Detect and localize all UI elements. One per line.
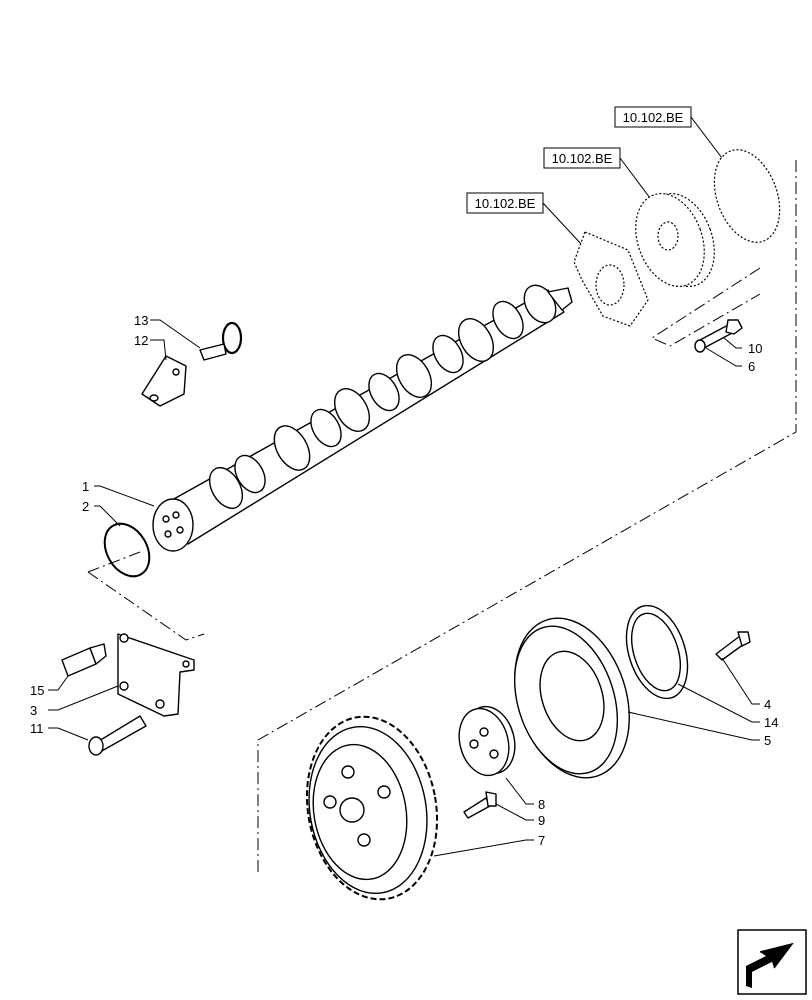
phantom-cover xyxy=(635,192,715,288)
callout-13[interactable]: 13 xyxy=(134,313,148,328)
camshaft[interactable] xyxy=(152,280,573,552)
bolt-9[interactable] xyxy=(463,791,497,819)
callout-5[interactable]: 5 xyxy=(764,733,771,748)
reference-label: 10.102.BE xyxy=(475,196,536,211)
callout-6[interactable]: 6 xyxy=(748,359,755,374)
callouts: 1 2 13 12 10 6 15 3 11 4 14 5 8 9 7 xyxy=(30,313,778,848)
sensor-bracket[interactable] xyxy=(141,355,187,407)
hub[interactable] xyxy=(452,701,522,781)
callout-11[interactable]: 11 xyxy=(30,721,44,736)
reference-box-1[interactable]: 10.102.BE xyxy=(614,106,692,128)
thrust-plate[interactable] xyxy=(495,603,648,792)
assembly-lines xyxy=(87,160,797,872)
gasket-ring[interactable] xyxy=(616,598,699,707)
bolt-10[interactable] xyxy=(699,319,743,349)
cam-gear[interactable] xyxy=(293,706,451,909)
bolt-4[interactable] xyxy=(715,631,751,661)
callout-2[interactable]: 2 xyxy=(82,499,89,514)
washer-6[interactable] xyxy=(694,339,706,353)
reference-box-3[interactable]: 10.102.BE xyxy=(466,192,544,214)
callout-3[interactable]: 3 xyxy=(30,703,37,718)
callout-7[interactable]: 7 xyxy=(538,833,545,848)
callout-1[interactable]: 1 xyxy=(82,479,89,494)
reference-label: 10.102.BE xyxy=(623,110,684,125)
leader-lines xyxy=(48,319,760,857)
callout-14[interactable]: 14 xyxy=(764,715,778,730)
speed-sensor[interactable] xyxy=(199,321,243,361)
callout-9[interactable]: 9 xyxy=(538,813,545,828)
callout-4[interactable]: 4 xyxy=(764,697,771,712)
bolt-11[interactable] xyxy=(88,715,147,756)
arrow-icon[interactable] xyxy=(737,929,807,995)
callout-12[interactable]: 12 xyxy=(134,333,148,348)
reference-label: 10.102.BE xyxy=(552,151,613,166)
stud-15[interactable] xyxy=(61,643,107,677)
callout-8[interactable]: 8 xyxy=(538,797,545,812)
reference-box-2[interactable]: 10.102.BE xyxy=(543,147,621,169)
phantom-gasket xyxy=(713,149,781,243)
o-ring[interactable] xyxy=(96,516,159,584)
phantom-plate xyxy=(573,231,649,327)
callout-10[interactable]: 10 xyxy=(748,341,762,356)
callout-15[interactable]: 15 xyxy=(30,683,44,698)
bracket-plate[interactable] xyxy=(117,633,195,717)
